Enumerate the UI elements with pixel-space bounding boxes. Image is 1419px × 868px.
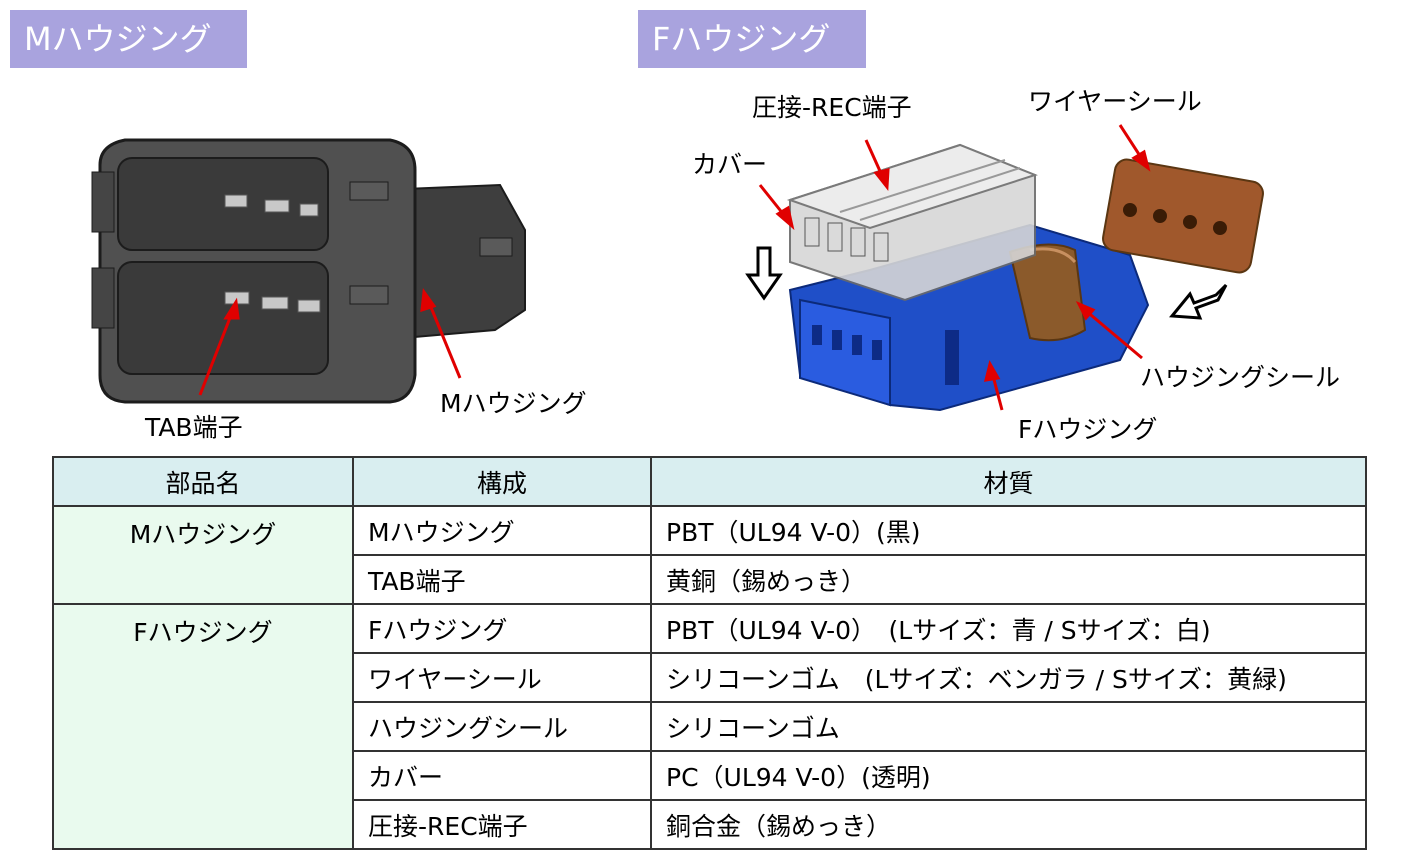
material-cell: 黄銅（錫めっき） [650,554,1367,605]
f-arrows [758,124,1151,411]
component-cell: Mハウジング [352,505,652,556]
material-cell: シリコーンゴム [650,701,1367,752]
part-name-cell: Fハウジング [52,603,354,850]
material-cell: PBT（UL94 V-0） (Lサイズ：青 / Sサイズ：白) [650,603,1367,654]
m-housing-illustration [91,124,1264,412]
component-cell: ハウジングシール [352,701,652,752]
part-name-cell: Mハウジング [52,505,354,605]
table-row: ワイヤーシール シリコーンゴム (Lサイズ：ベンガラ / Sサイズ：黄緑) [53,652,1367,703]
header-part-name: 部品名 [52,456,354,507]
m-arrows [198,287,462,396]
component-cell: TAB端子 [352,554,652,605]
table-row: TAB端子 黄銅（錫めっき） [53,554,1367,605]
component-cell: 圧接-REC端子 [352,799,652,850]
table-row: Fハウジング Fハウジング PBT（UL94 V-0） (Lサイズ：青 / Sサ… [52,603,1367,850]
material-cell: PC（UL94 V-0）(透明) [650,750,1367,801]
table-row: カバー PC（UL94 V-0）(透明) [53,750,1367,801]
material-cell: シリコーンゴム (Lサイズ：ベンガラ / Sサイズ：黄緑) [650,652,1367,703]
table-row: Mハウジング Mハウジング PBT（UL94 V-0）(黒) [52,505,1367,605]
cover [786,143,1038,302]
table-header-row: 部品名 構成 材質 [52,456,1367,507]
rec-terminal-label: 圧接-REC端子 [752,93,912,122]
assembly-arrow-left [1169,283,1228,320]
m-housing-title: Mハウジング [10,10,247,68]
header-component: 構成 [352,456,652,507]
m-housing-label: Mハウジング [440,389,587,418]
table-row: 圧接-REC端子 銅合金（錫めっき） [53,799,1367,850]
tab-terminal-label: TAB端子 [145,413,243,442]
assembly-arrow-down [745,246,783,301]
wire-seal [1102,158,1264,274]
parts-table: 部品名 構成 材質 Mハウジング Mハウジング PBT（UL94 V-0）(黒)… [52,456,1367,850]
component-cell: ワイヤーシール [352,652,652,703]
wire-seal-label: ワイヤーシール [1028,87,1202,116]
header-material: 材質 [650,456,1367,507]
f-housing-title: Fハウジング [638,10,866,68]
housing-seal-label: ハウジングシール [1140,363,1341,392]
f-housing-label: Fハウジング [1018,415,1158,444]
component-cell: カバー [352,750,652,801]
material-cell: PBT（UL94 V-0）(黒) [650,505,1367,556]
m-housing-body [91,138,526,404]
table-row: ハウジングシール シリコーンゴム [53,701,1367,752]
material-cell: 銅合金（錫めっき） [650,799,1367,850]
component-cell: Fハウジング [352,603,652,654]
cover-label: カバー [692,150,768,179]
